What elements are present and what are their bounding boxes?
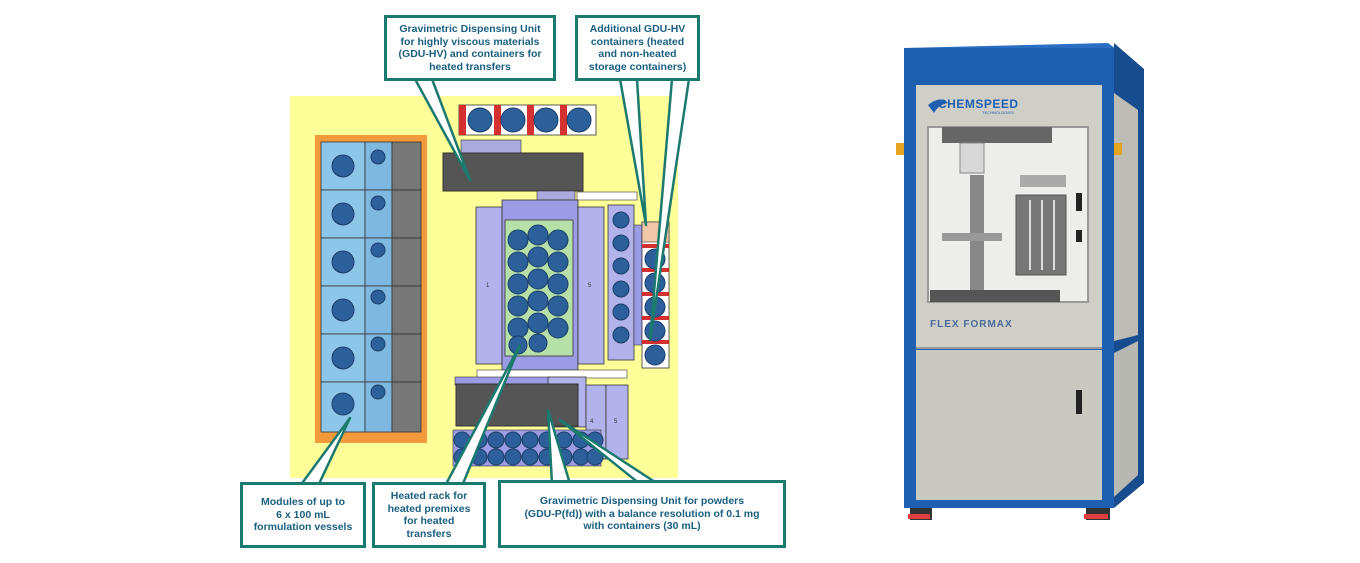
brand-subtext: TECHNOLOGIES xyxy=(982,110,1014,115)
handle-upper xyxy=(1076,193,1082,211)
machine-svg xyxy=(896,43,1144,520)
callout-modules: Modules of up to 6 x 100 mL formulation … xyxy=(240,482,366,548)
model-name: FLEX FORMAX xyxy=(930,319,1013,330)
gdu-hv-unit xyxy=(442,152,584,192)
callout-gdu-p: Gravimetric Dispensing Unit for powders … xyxy=(498,480,786,548)
label-station-5a: 5 xyxy=(588,283,592,289)
flex-formax-machine: CHEMSPEED TECHNOLOGIES FLEX FORMAX xyxy=(890,35,1160,535)
chemspeed-logo-icon xyxy=(928,99,948,113)
layout-diagram: 1 5 4 5 Gravimetric Dispensing Unit for … xyxy=(240,15,786,548)
callout-gdu-hv: Gravimetric Dispensing Unit for highly v… xyxy=(384,15,556,81)
label-station-1: 1 xyxy=(486,283,490,289)
handle-lower xyxy=(1076,390,1082,414)
formulation-vessels xyxy=(331,149,386,416)
callout-heated-rack: Heated rack for heated premixes for heat… xyxy=(372,482,486,548)
module-cells xyxy=(320,141,422,433)
deck-layout-svg xyxy=(290,77,691,488)
gdu-p-unit xyxy=(455,383,579,427)
callout-additional-gdu-hv: Additional GDU-HV containers (heated and… xyxy=(575,15,700,81)
label-station-5b: 5 xyxy=(614,419,618,425)
label-station-4: 4 xyxy=(590,419,594,425)
brand-logo-text: CHEMSPEED xyxy=(938,97,1019,111)
